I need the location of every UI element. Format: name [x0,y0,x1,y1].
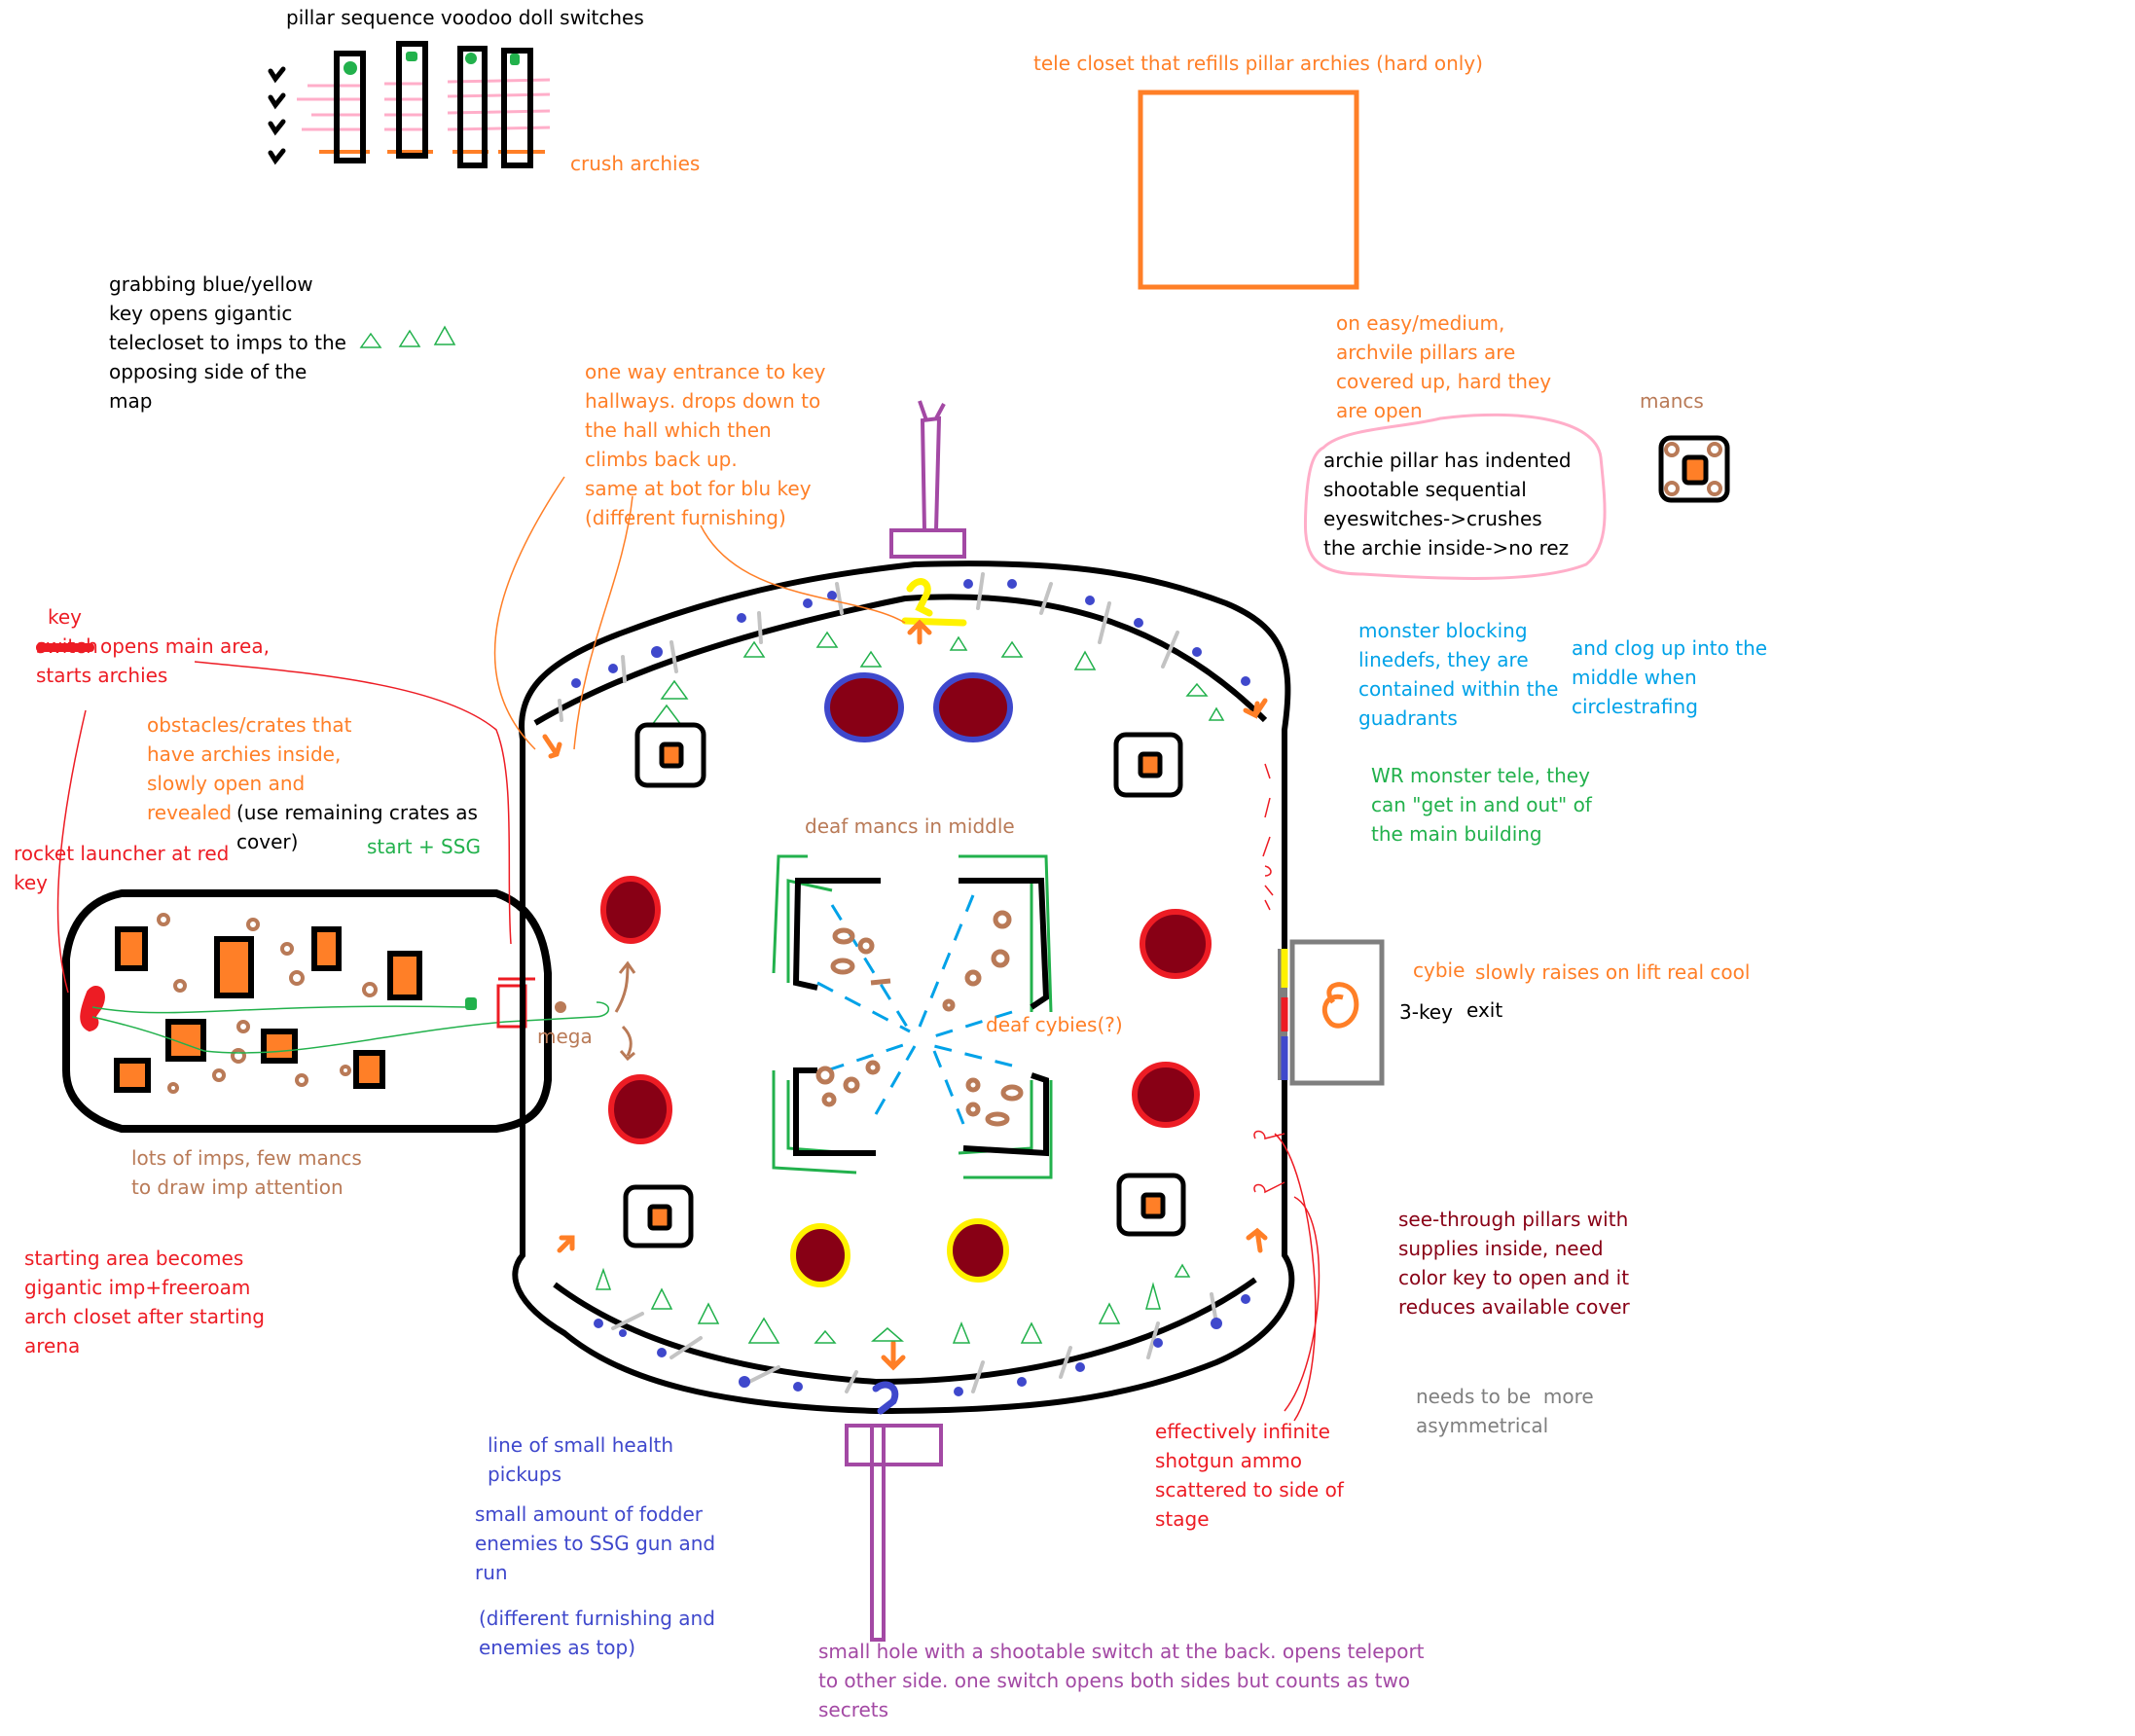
archie-pillar-bottom-right [1116,1173,1186,1237]
voodoo-switch-pillars [268,41,551,168]
fodder-note: small amount of fodder enemies to SSG gu… [475,1502,716,1584]
different-furnishing-note: (different furnishing and enemies as top… [479,1607,715,1659]
yellow-key-icon [901,578,967,627]
difficulty-note: on easy/medium, archvile pillars are cov… [1336,311,1552,422]
grabbing-keys-note: grabbing blue/yellow key opens gigantic … [109,272,346,413]
deaf-cybies-label: deaf cybies(?) [986,1013,1123,1036]
tele-closet-label: tele closet that refills pillar archies … [1033,52,1483,75]
secret-hallways [845,400,966,1642]
imp-legend-triangles [359,325,456,348]
wr-tele-note: WR monster tele, they can "get in and ou… [1371,764,1592,846]
archie-pillar-top-right [1113,732,1183,798]
tele-closet-box [1138,90,1359,290]
start-path-lines [91,1005,595,1054]
archie-pillar-note: archie pillar has indented shootable seq… [1323,449,1572,560]
shotgun-ammo-scribbles [1253,763,1285,1194]
cybie-label: cybie [1413,958,1466,982]
rocket-launcher-note: rocket launcher at red key [14,842,230,894]
archie-pillars [623,722,1186,1248]
obstacles-note: obstacles/crates that have archies insid… [147,713,352,824]
key-opens-note: opens main area, starts archies [36,634,270,687]
lots-of-imps-note: lots of imps, few mancs to draw imp atte… [131,1146,362,1199]
see-through-pillars [600,672,1212,1287]
one-way-entrance-note: one way entrance to key hallways. drops … [585,360,826,529]
infinite-ammo-note: effectively infinite shotgun ammo scatte… [1155,1420,1344,1531]
monster-blocking-note: monster blocking linedefs, they are cont… [1358,619,1559,730]
green-switches [344,52,520,75]
clog-up-note: and clog up into the middle when circles… [1572,636,1768,718]
exit-label: exit [1466,998,1503,1022]
crates [114,926,422,1093]
ssg-icon [465,997,477,1010]
see-through-note: see-through pillars with supplies inside… [1398,1208,1630,1319]
archie-pillar-top-left [634,722,706,788]
center-quadrants [772,854,1053,1179]
archie-pillar-bottom-left [623,1184,694,1248]
imp-triangles [595,631,1225,1344]
main-arena [512,561,1295,1415]
manc-legend-pillar [1658,435,1730,503]
pillar-sequence-title: pillar sequence voodoo doll switches [286,6,644,29]
slowly-raises-note: slowly raises on lift real cool [1475,960,1751,984]
small-hole-note: small hole with a shootable switch at th… [818,1640,1425,1721]
top-inner-hall-wall [533,594,1268,726]
hall-gray-marks [558,572,1218,1393]
strikethrough-mark [36,643,94,652]
health-dots [571,579,1250,1396]
annotation-arrows [56,476,1321,1422]
exit-area [1278,939,1385,1086]
bottom-inner-hall-wall [553,1277,1257,1386]
needs-asymmetry-note: needs to be more asymmetrical [1416,1385,1594,1437]
use-crates-note: (use remaining crates as cover) [236,801,478,853]
checkmarks [268,66,286,165]
crush-archies-label: crush archies [570,152,701,175]
archie-pillar-callout-bubble [1303,413,1607,580]
starting-area-note: starting area becomes gigantic imp+freer… [24,1247,265,1357]
blue-key-icon [872,1381,899,1415]
one-way-arrows [542,619,1268,1371]
key-label: key [48,605,83,629]
three-key-label: 3-key [1399,1000,1453,1024]
starting-room [62,889,595,1133]
mancs-legend-label: mancs [1640,389,1704,413]
entrance-door [496,977,535,1029]
red-key-icon [80,986,105,1032]
start-ssg-label: start + SSG [367,835,481,858]
deaf-mancs-label: deaf mancs in middle [805,814,1015,838]
imp-scribbles [157,913,378,1094]
health-line-note: line of small health pickups [488,1433,674,1486]
outer-wall [512,561,1295,1415]
mega-label: mega [537,1025,593,1048]
mega-sphere [555,960,636,1062]
exit-teleport-icon [1321,982,1359,1029]
pillar-columns [334,41,533,168]
